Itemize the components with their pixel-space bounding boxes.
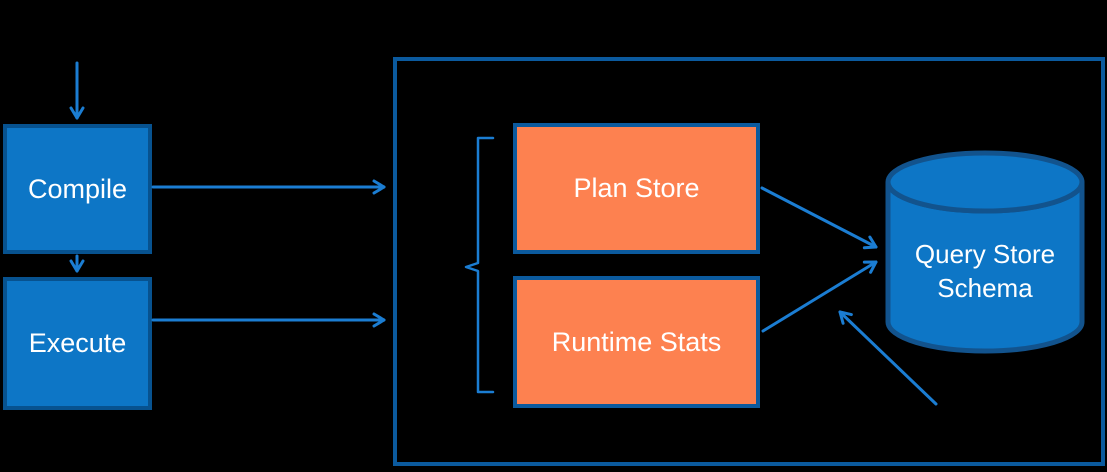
node-runtime-stats: Runtime Stats [513,276,760,408]
node-plan-store: Plan Store [513,123,760,254]
node-execute: Execute [3,277,152,410]
node-compile-label: Compile [27,173,128,204]
node-query-store-schema-label: Query Store Schema [888,237,1082,305]
node-plan-store-label: Plan Store [573,173,700,203]
node-compile: Compile [3,124,152,254]
node-execute-label: Execute [28,328,127,358]
query-store-schema-line1: Query Store [914,239,1056,269]
node-runtime-stats-label: Runtime Stats [551,326,722,357]
query-store-container-outline [393,57,1105,466]
query-store-schema-line2: Schema [937,273,1033,303]
